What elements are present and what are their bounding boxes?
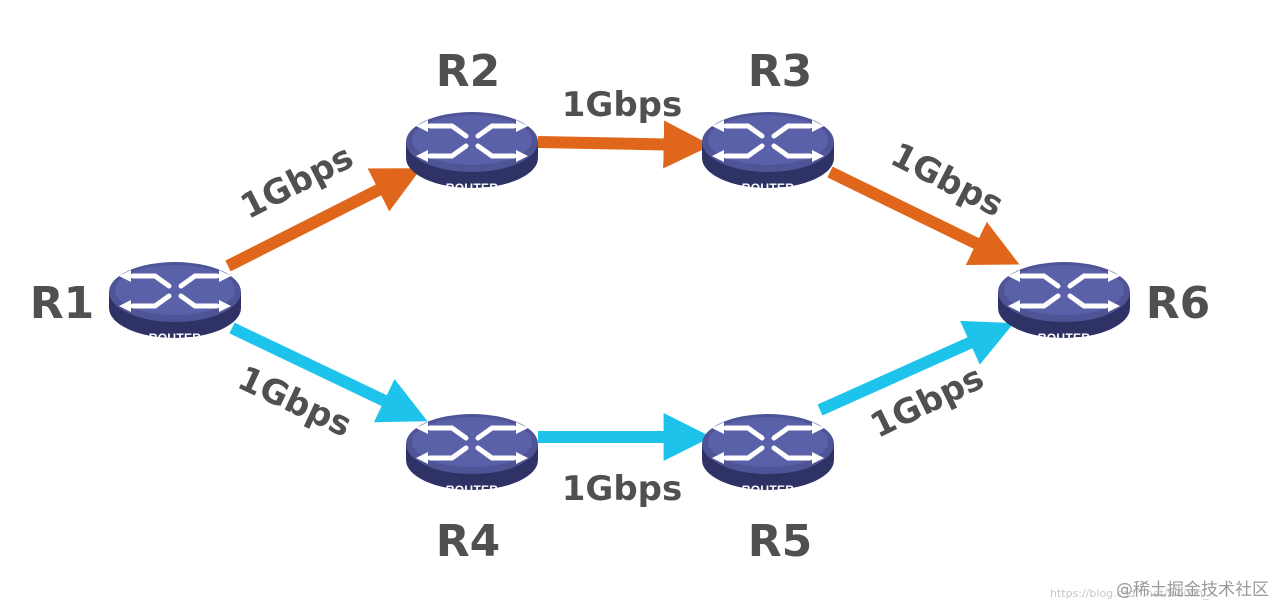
router-label-r6: R6 — [1146, 278, 1211, 329]
router-r3: ROUTER — [702, 112, 834, 195]
link-label-r1-r4: 1Gbps — [232, 358, 358, 445]
watermark-url: https://blog.csdn.net/weixin_... — [1049, 587, 1219, 600]
router-icon — [998, 262, 1130, 338]
router-label-r1: R1 — [30, 278, 95, 329]
router-caption: ROUTER — [742, 181, 794, 195]
link-label-r2-r3: 1Gbps — [562, 85, 682, 125]
router-label-r2: R2 — [436, 46, 501, 97]
router-caption: ROUTER — [1038, 331, 1091, 345]
router-r2: ROUTER — [406, 112, 538, 195]
router-icon — [702, 112, 834, 188]
link-r5-r6 — [817, 320, 1014, 416]
link-r2-r3 — [537, 120, 712, 169]
link-label-r5-r6: 1Gbps — [864, 358, 990, 447]
router-r4: ROUTER — [406, 414, 538, 497]
router-icon — [109, 262, 241, 338]
router-label-r5: R5 — [748, 516, 813, 567]
router-icon — [406, 414, 538, 490]
link-r1-r2 — [225, 168, 422, 272]
router-caption: ROUTER — [446, 181, 498, 195]
router-r6: ROUTER — [998, 262, 1130, 345]
router-label-r4: R4 — [436, 516, 501, 567]
router-icon — [406, 112, 538, 188]
router-caption: ROUTER — [742, 483, 794, 497]
router-caption: ROUTER — [446, 483, 498, 497]
router-r1: ROUTER — [109, 262, 241, 345]
router-caption: ROUTER — [149, 331, 201, 345]
link-r1-r4 — [229, 322, 428, 423]
link-r3-r6 — [827, 166, 1020, 265]
watermark: @稀土掘金技术社区 — [1116, 580, 1269, 600]
router-label-r3: R3 — [748, 46, 813, 97]
link-label-r4-r5: 1Gbps — [562, 469, 682, 509]
router-r5: ROUTER — [702, 414, 834, 497]
router-icon — [702, 414, 834, 490]
